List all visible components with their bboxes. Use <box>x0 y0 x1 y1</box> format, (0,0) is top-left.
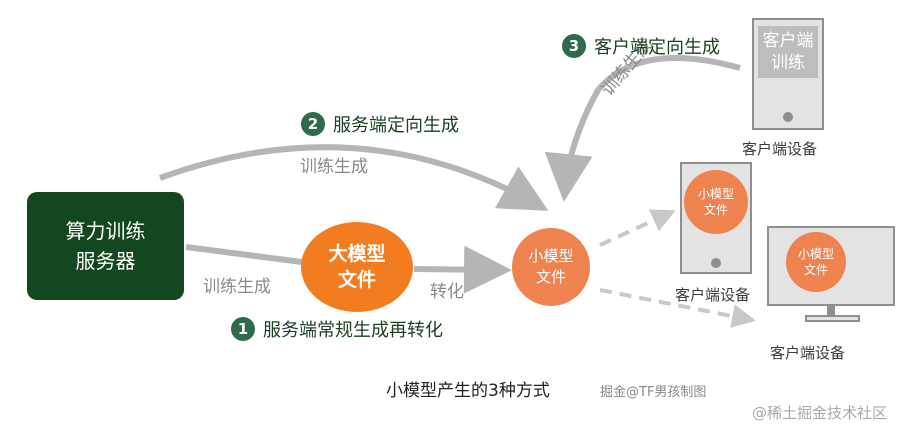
device-tower-model-file: 小模型 文件 <box>684 170 748 234</box>
arrow-to-device-tower <box>599 209 676 247</box>
step-3-badge: 3 <box>562 34 586 58</box>
client-training-line1: 客户端 <box>762 31 814 51</box>
client-device-tower: 小模型 文件 <box>680 162 752 274</box>
label-train-to-big: 训练生成 <box>203 277 271 297</box>
big-model-file: 大模型 文件 <box>301 222 413 312</box>
small-model-line1: 小模型 <box>528 247 574 265</box>
small-model-file: 小模型 文件 <box>512 228 590 306</box>
arrow-server-to-big-model <box>185 244 303 265</box>
client-training-text: 客户端 训练 <box>758 26 818 78</box>
step-1-label: 服务端常规生成再转化 <box>263 320 443 341</box>
image-credit: 掘金@TF男孩制图 <box>600 385 707 400</box>
monitor-file-line2: 文件 <box>803 263 828 277</box>
monitor-base <box>805 315 860 322</box>
step-2-badge: 2 <box>301 112 325 136</box>
monitor-file-line1: 小模型 <box>797 247 834 261</box>
server-line2: 服务器 <box>75 249 136 273</box>
device-tower-file-line2: 文件 <box>703 203 728 217</box>
power-button-icon <box>711 258 721 268</box>
label-train-server-directed: 训练生成 <box>300 157 368 177</box>
client-training-device: 客户端 训练 <box>752 18 824 130</box>
training-server-box: 算力训练 服务器 <box>27 192 184 300</box>
arrow-server-directed <box>158 144 549 211</box>
watermark: @稀土掘金技术社区 <box>752 404 888 422</box>
step-3-label: 客户端定向生成 <box>594 37 720 58</box>
device-tower-file-line1: 小模型 <box>697 187 734 201</box>
monitor-model-file: 小模型 文件 <box>786 232 846 292</box>
label-convert: 转化 <box>430 282 464 302</box>
small-model-line2: 文件 <box>535 268 566 286</box>
client-device-monitor: 小模型 文件 <box>767 226 895 324</box>
step-2: 2 服务端定向生成 <box>301 111 459 137</box>
device-label-client-training: 客户端设备 <box>742 140 818 158</box>
big-model-line2: 文件 <box>337 269 376 291</box>
big-model-line1: 大模型 <box>328 243 386 265</box>
arrow-big-to-small <box>413 245 512 294</box>
arrow-to-device-monitor <box>599 288 756 328</box>
step-1-badge: 1 <box>231 317 255 341</box>
server-line1: 算力训练 <box>65 219 146 243</box>
arrow-client-to-small <box>544 55 741 202</box>
monitor-stand <box>827 306 835 316</box>
monitor-screen: 小模型 文件 <box>767 226 895 306</box>
step-3: 3 客户端定向生成 <box>562 33 720 59</box>
step-1: 1 服务端常规生成再转化 <box>231 316 443 342</box>
client-training-line2: 训练 <box>771 53 805 73</box>
diagram-caption: 小模型产生的3种方式 <box>386 381 550 401</box>
step-2-label: 服务端定向生成 <box>333 115 459 136</box>
device-label-tower: 客户端设备 <box>675 286 751 304</box>
power-button-icon <box>783 112 793 122</box>
device-label-monitor: 客户端设备 <box>770 344 846 362</box>
